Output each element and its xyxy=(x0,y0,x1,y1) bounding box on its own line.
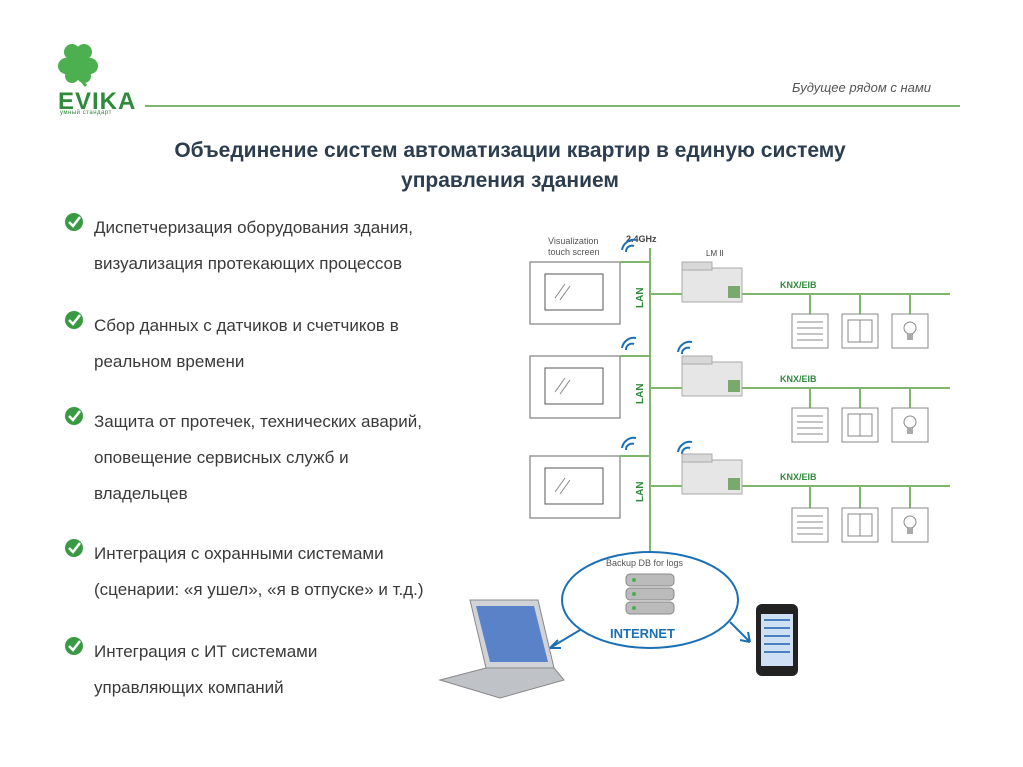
network-diagram: 2.4GHz Visualization touch screen LAN LM… xyxy=(438,234,950,699)
knx-label: KNX/EIB xyxy=(780,472,817,482)
knx-label: KNX/EIB xyxy=(780,374,817,384)
feature-line: Сбор данных с датчиков и счетчиков в xyxy=(94,316,399,335)
feature-line: Диспетчеризация оборудования здания, xyxy=(94,218,413,237)
feature-line: управляющих компаний xyxy=(94,678,284,697)
check-icon xyxy=(65,311,83,329)
touch-screen-2 xyxy=(529,355,621,419)
check-icon xyxy=(65,637,83,655)
window-icon xyxy=(841,507,879,543)
brand-name: EVIKA xyxy=(58,88,137,115)
bulb-icon xyxy=(891,407,929,443)
controller-lm-2 xyxy=(681,355,743,397)
wifi-label: 2.4GHz xyxy=(626,234,657,244)
brand-tagline: Будущее рядом с нами xyxy=(792,80,931,95)
wifi-icon xyxy=(621,238,637,253)
wifi-icon xyxy=(621,336,637,351)
controller-lm-1 xyxy=(681,261,743,303)
feature-line: Интеграция с ИТ системами xyxy=(94,642,318,661)
title-line-2: управления зданием xyxy=(401,169,619,192)
check-icon xyxy=(65,407,83,425)
smartphone-icon xyxy=(756,604,798,676)
database-icon xyxy=(625,573,675,615)
check-icon xyxy=(65,539,83,557)
lan-label: LAN xyxy=(635,481,646,502)
feature-line: (сценарии: «я ушел», «я в отпуске» и т.д… xyxy=(94,580,424,599)
feature-line: Интеграция с охранными системами xyxy=(94,544,384,563)
blinds-icon xyxy=(791,313,829,349)
window-icon xyxy=(841,313,879,349)
backup-db-label: Backup DB for logs xyxy=(606,558,684,568)
touch-screen-3 xyxy=(529,455,621,519)
wifi-icon xyxy=(621,436,637,451)
wifi-icon xyxy=(677,340,693,355)
feature-line: визуализация протекающих процессов xyxy=(94,254,403,273)
window-icon xyxy=(841,407,879,443)
feature-line: Защита от протечек, технических аварий, xyxy=(94,412,422,431)
feature-line: владельцев xyxy=(94,484,188,503)
bulb-icon xyxy=(891,507,929,543)
feature-line: оповещение сервисных служб и xyxy=(94,448,349,467)
controller-lm-3 xyxy=(681,453,743,495)
title-line-1: Объединение систем автоматизации квартир… xyxy=(174,139,846,162)
blinds-icon xyxy=(791,507,829,543)
screen-label-1: Visualization xyxy=(548,236,598,246)
wifi-icon xyxy=(677,440,693,455)
laptop-icon xyxy=(438,599,565,699)
page-title: Объединение систем автоматизации квартир… xyxy=(60,136,960,196)
internet-label: INTERNET xyxy=(610,626,675,641)
header-divider xyxy=(145,105,960,107)
knx-label: KNX/EIB xyxy=(780,280,817,290)
lan-label: LAN xyxy=(635,287,646,308)
touch-screen-1 xyxy=(529,261,621,325)
brand-subtitle: умный стандарт xyxy=(60,110,112,116)
check-icon xyxy=(65,213,83,231)
bulb-icon xyxy=(891,313,929,349)
controller-label: LM II xyxy=(706,249,724,258)
clover-icon xyxy=(58,44,98,83)
feature-line: реальном времени xyxy=(94,352,245,371)
blinds-icon xyxy=(791,407,829,443)
lan-label: LAN xyxy=(635,383,646,404)
screen-label-2: touch screen xyxy=(548,247,600,257)
evika-logo xyxy=(58,44,98,88)
